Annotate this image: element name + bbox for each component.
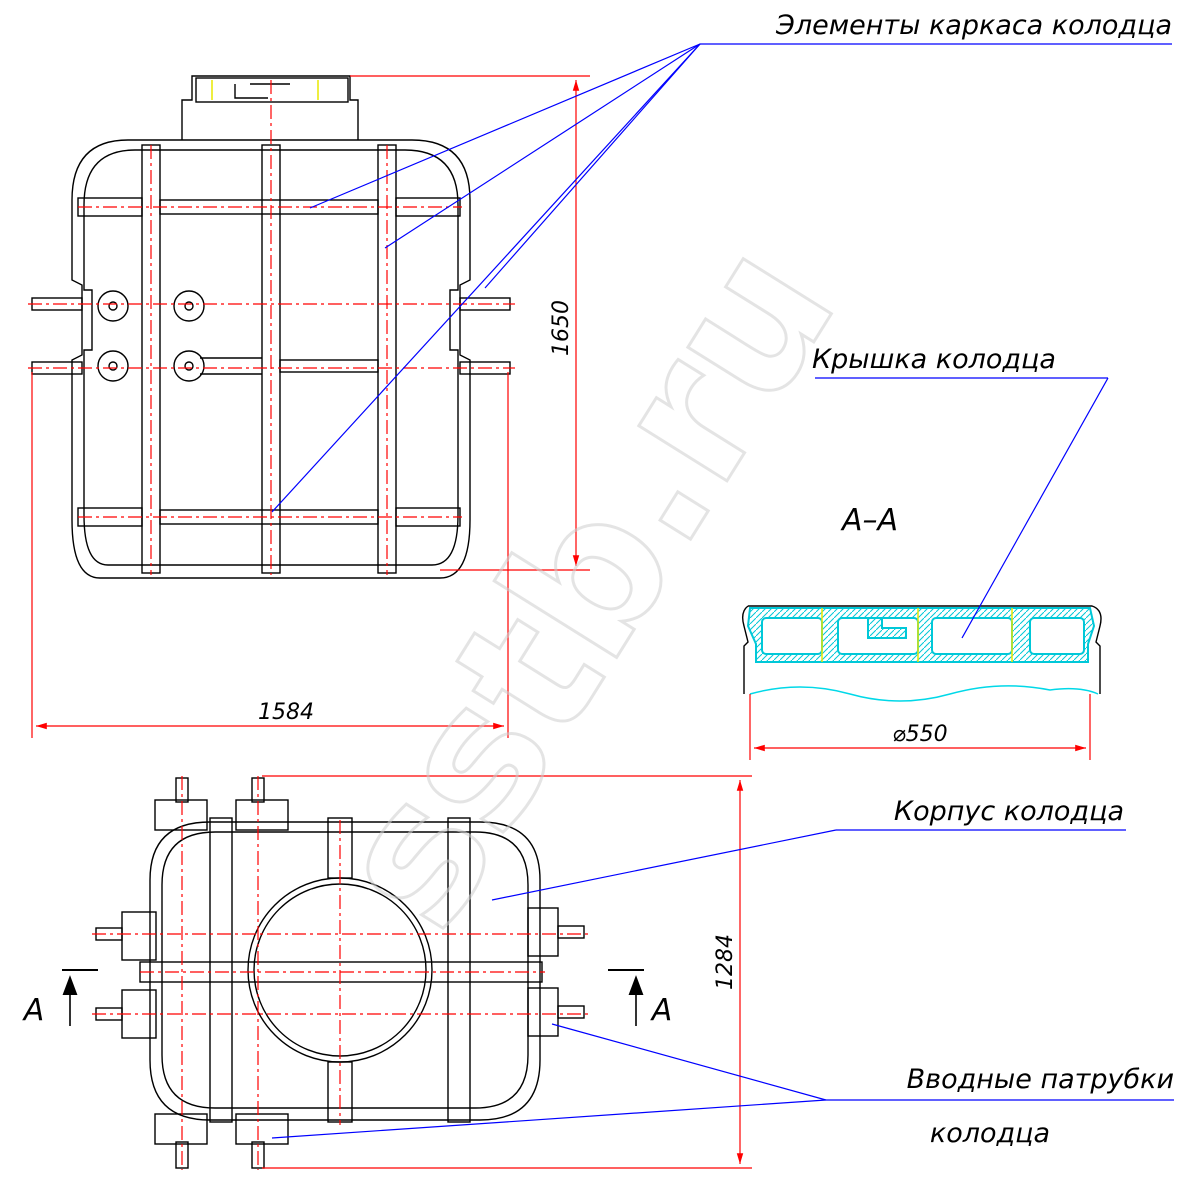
section-mark-right-label: A <box>650 993 673 1028</box>
front-hole-3 <box>97 350 129 382</box>
front-hole-4-neck <box>200 357 262 375</box>
plan-pipe-r2 <box>557 1005 585 1019</box>
plan-block-r2 <box>527 987 559 1037</box>
plan-body-outer <box>149 821 541 1121</box>
plan-block-tl1 <box>154 799 208 831</box>
svg-text:sstb.ru: sstb.ru <box>291 207 878 964</box>
callout-frame-elements: Элементы каркаса колодца <box>775 10 1172 41</box>
front-hole-4 <box>173 350 205 382</box>
dim-width-front <box>31 372 509 738</box>
callout-pipes-line1: Вводные патрубки <box>907 1064 1174 1095</box>
plan-block-bl1 <box>154 1113 208 1145</box>
lid-section <box>741 605 1102 702</box>
plan-rib-vertical-left <box>209 817 233 1123</box>
plan-block-l1 <box>121 911 157 961</box>
dim-height-front <box>350 75 590 571</box>
front-view <box>31 75 511 579</box>
section-mark-right <box>608 969 644 1026</box>
lid-section-outline <box>741 605 1102 694</box>
section-mark-left-label: A <box>22 993 45 1028</box>
dim-height-front-label: 1650 <box>549 300 574 356</box>
front-neck <box>181 75 359 140</box>
lid-break-line <box>749 685 1099 702</box>
plan-centerlines <box>92 776 590 1170</box>
section-mark-left <box>62 969 98 1026</box>
callout-body: Корпус колодца <box>894 796 1124 827</box>
front-lid-top <box>195 77 349 103</box>
lid-cell-3 <box>931 617 1013 655</box>
front-body-outer <box>71 139 471 579</box>
dim-lid-diameter <box>749 694 1091 760</box>
plan-block-tl2 <box>235 799 289 831</box>
dim-lid-diameter-label: ⌀550 <box>892 722 947 747</box>
front-lid-inner <box>234 83 290 99</box>
dim-width-plan-label: 1284 <box>713 934 738 990</box>
front-body-inner <box>83 149 459 566</box>
watermark-logo: sstb.ru <box>289 205 879 965</box>
leader-lines <box>271 43 1174 1139</box>
plan-pipe-b2 <box>251 1141 265 1169</box>
lid-cell-4 <box>1029 617 1085 655</box>
front-accents <box>211 80 319 100</box>
front-bar-top <box>159 199 379 215</box>
front-bar-bottom <box>159 509 379 525</box>
callout-pipes-line2: колодца <box>930 1118 1050 1149</box>
front-bar-middle <box>279 359 379 373</box>
plan-pipe-r1 <box>557 925 585 939</box>
dim-width-front-label: 1584 <box>258 700 314 725</box>
lid-cell-1 <box>761 617 823 655</box>
lid-cell-2-hook <box>867 618 907 639</box>
callout-lid: Крышка колодца <box>812 344 1056 375</box>
plan-body-inner <box>161 831 529 1109</box>
plan-pipe-b1 <box>175 1141 189 1169</box>
dim-width-plan <box>262 775 752 1169</box>
plan-block-bl2 <box>235 1113 289 1145</box>
section-title: A–A <box>840 503 898 538</box>
front-hole-1 <box>97 290 129 322</box>
front-centerlines <box>28 80 515 575</box>
front-hole-2 <box>173 290 205 322</box>
plan-block-r1 <box>527 907 559 957</box>
plan-rib-vertical-right <box>447 817 471 1123</box>
